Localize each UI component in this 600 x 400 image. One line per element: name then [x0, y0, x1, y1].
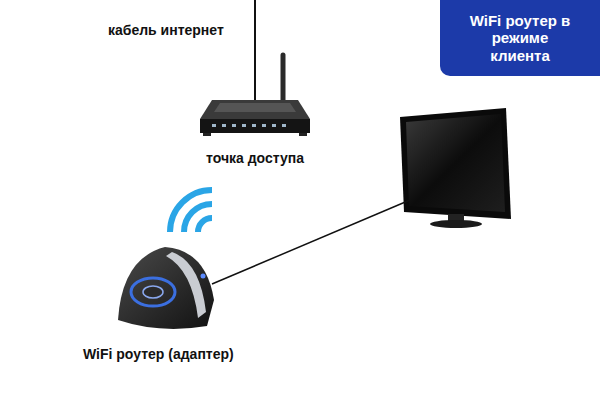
router-leds [212, 124, 286, 127]
wifi-adapter [118, 247, 214, 329]
adapter-blue-light [131, 278, 175, 306]
tv-stand [430, 220, 482, 228]
title: WiFi роутер в режиме клиента [462, 12, 578, 64]
adapter-body [118, 247, 214, 329]
router-top-highlight [214, 103, 296, 112]
wifi-waves [170, 190, 212, 232]
router-front [200, 119, 310, 133]
tv-set [400, 108, 511, 228]
router-foot [299, 133, 307, 136]
adapter-led [201, 274, 206, 279]
router-antenna [281, 55, 286, 102]
tv-screen [406, 114, 505, 212]
tv-frame [400, 108, 511, 219]
device-label: точка доступа [206, 150, 304, 167]
router-top [200, 100, 310, 119]
title-band: WiFi роутер в режиме клиента [440, 0, 600, 76]
access-point-router [200, 55, 310, 136]
adapter-logo [143, 286, 163, 298]
ethernet-cable [212, 200, 410, 284]
internet-cable [254, 0, 256, 100]
cable-label: кабель интернет [108, 22, 224, 39]
router-foot [203, 133, 211, 136]
device-label: WiFi роутер (адаптер) [83, 346, 234, 363]
